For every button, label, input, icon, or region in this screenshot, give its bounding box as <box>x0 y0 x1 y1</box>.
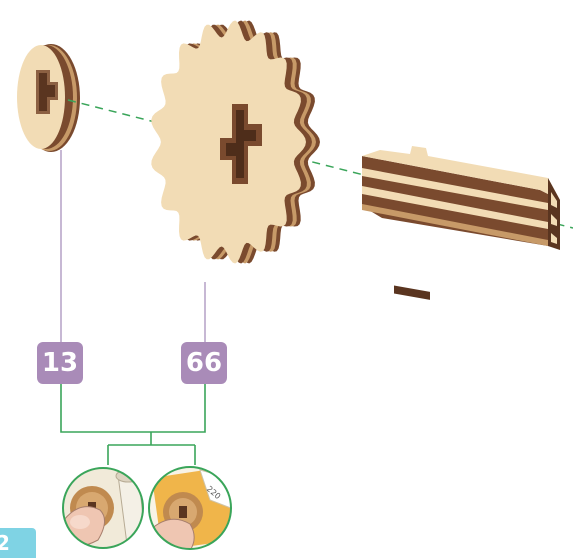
part-badge-66: 66 <box>181 342 227 384</box>
part-badge-13: 13 <box>37 342 83 384</box>
square-shaft <box>362 146 560 300</box>
spacer-disc-13 <box>17 44 80 152</box>
page-number-tab: 2 <box>0 528 36 558</box>
detail-view-left <box>60 466 150 556</box>
detail-bracket <box>61 384 205 465</box>
page-number: 2 <box>0 531 10 555</box>
gear-66 <box>151 21 320 264</box>
detail-view-right: 220 <box>148 466 238 556</box>
